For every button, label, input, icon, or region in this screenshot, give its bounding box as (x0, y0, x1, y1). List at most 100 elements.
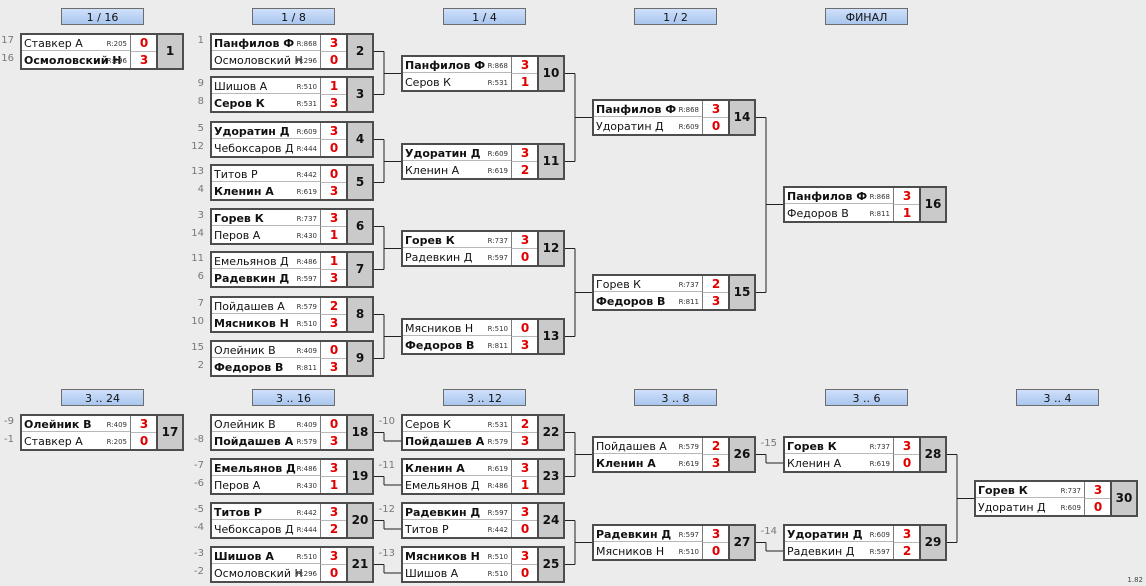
match-number[interactable]: 8 (346, 296, 374, 333)
player-name[interactable]: Емельянов Д (214, 255, 289, 268)
match-number[interactable]: 19 (346, 458, 374, 495)
player-name[interactable]: Титов Р (405, 523, 449, 536)
player-name[interactable]: Удоратин Д (405, 147, 481, 160)
match-number[interactable]: 26 (728, 436, 756, 473)
match-number[interactable]: 3 (346, 76, 374, 113)
match-number[interactable]: 29 (919, 524, 947, 561)
player-name[interactable]: Панфилов Ф (787, 190, 868, 203)
match-number[interactable]: 15 (728, 274, 756, 311)
player-name[interactable]: Титов Р (214, 506, 262, 519)
match-number[interactable]: 21 (346, 546, 374, 583)
match-number[interactable]: 22 (537, 414, 565, 451)
match-number[interactable]: 9 (346, 340, 374, 377)
match-number[interactable]: 13 (537, 318, 565, 355)
player-name[interactable]: Горев К (596, 278, 641, 291)
match-number[interactable]: 4 (346, 121, 374, 158)
player-name[interactable]: Чебоксаров Д (214, 142, 294, 155)
player-name[interactable]: Серов К (405, 418, 451, 431)
player-name[interactable]: Олейник В (214, 344, 276, 357)
player-name[interactable]: Перов А (214, 229, 261, 242)
player-name[interactable]: Чебоксаров Д (214, 523, 294, 536)
player-name[interactable]: Радевкин Д (787, 545, 855, 558)
player-name[interactable]: Емельянов Д (405, 479, 480, 492)
match-number[interactable]: 12 (537, 230, 565, 267)
player-name[interactable]: Горев К (787, 440, 837, 453)
player-name[interactable]: Радевкин Д (596, 528, 672, 541)
player-name[interactable]: Мясников Н (596, 545, 665, 558)
player-name[interactable]: Горев К (214, 212, 264, 225)
player-name[interactable]: Удоратин Д (787, 528, 863, 541)
player-name[interactable]: Осмоловский Н (24, 54, 122, 67)
player-name[interactable]: Радевкин Д (214, 272, 290, 285)
player-name[interactable]: Панфилов Ф (405, 59, 486, 72)
player-name[interactable]: Радевкин Д (405, 251, 473, 264)
player-name[interactable]: Панфилов Ф (596, 103, 677, 116)
player-name[interactable]: Перов А (214, 479, 261, 492)
player-name[interactable]: Мясников Н (405, 550, 480, 563)
player-name[interactable]: Олейник В (214, 418, 276, 431)
player-name[interactable]: Пойдашев А (405, 435, 485, 448)
player-name[interactable]: Горев К (405, 234, 455, 247)
match-number[interactable]: 7 (346, 251, 374, 288)
match-number[interactable]: 20 (346, 502, 374, 539)
player-name[interactable]: Кленин А (405, 164, 460, 177)
player-name[interactable]: Емельянов Д (214, 462, 296, 475)
player-name[interactable]: Горев К (978, 484, 1028, 497)
player-name[interactable]: Удоратин Д (596, 120, 664, 133)
player-name[interactable]: Мясников Н (214, 317, 289, 330)
player-name[interactable]: Кленин А (214, 185, 274, 198)
player-name[interactable]: Панфилов Ф (214, 37, 295, 50)
player-name[interactable]: Кленин А (405, 462, 465, 475)
match-number[interactable]: 25 (537, 546, 565, 583)
player-name[interactable]: Титов Р (214, 168, 258, 181)
player-name[interactable]: Осмоловский Н (214, 54, 303, 67)
player-name[interactable]: Шишов А (405, 567, 459, 580)
player-name[interactable]: Пойдашев А (214, 435, 294, 448)
